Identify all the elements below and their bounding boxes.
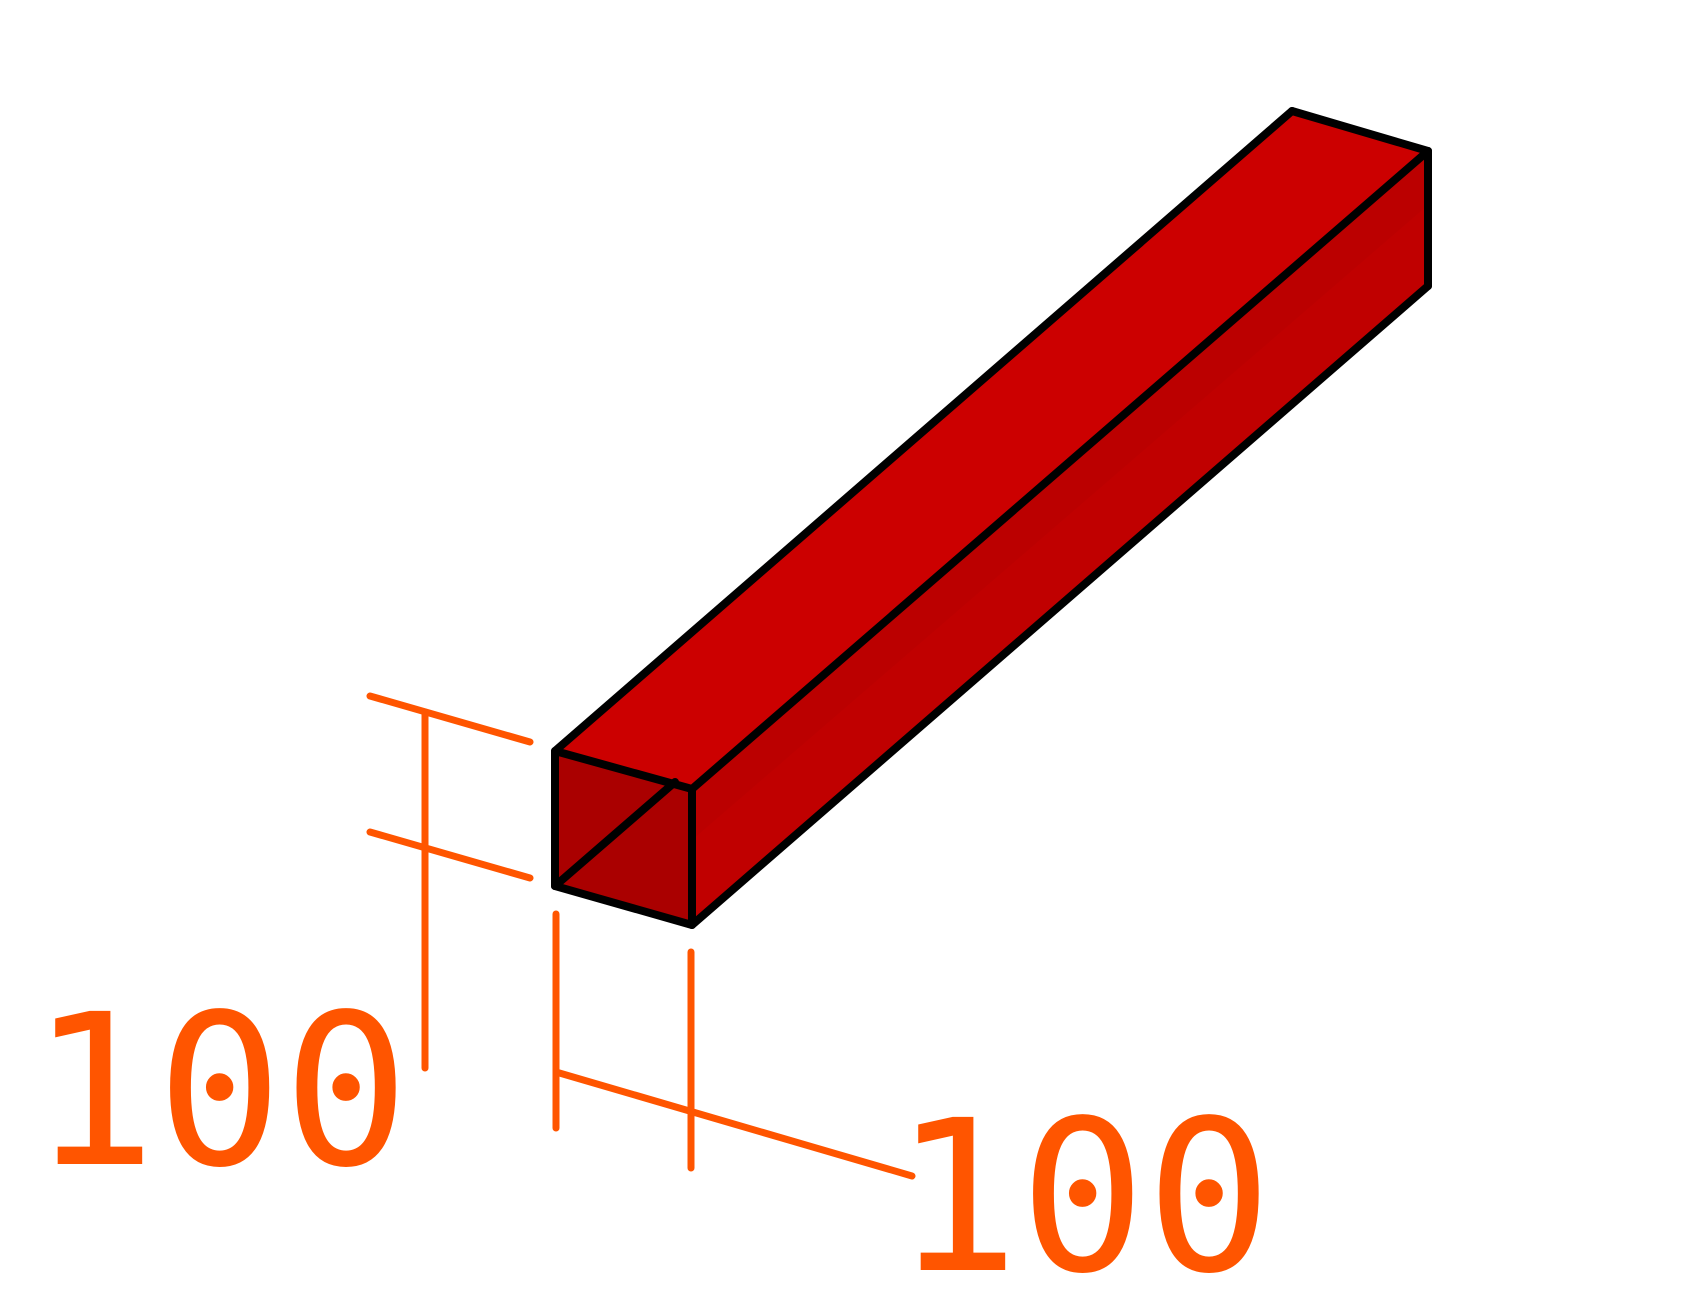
- width-dimension-line: [552, 1068, 916, 1180]
- beam-side-face: [692, 151, 1428, 925]
- beam-front-top-edge: [688, 147, 1432, 793]
- height-dimension: 100: [30, 692, 534, 1214]
- beam-side-highlight: [692, 205, 1428, 925]
- height-dimension-label: 100: [30, 969, 409, 1214]
- beam-bottom-edge: [688, 282, 1432, 929]
- beam-far-end-top: [1288, 107, 1432, 155]
- width-dimension: 100: [552, 910, 1272, 1300]
- square-beam: [551, 107, 1432, 929]
- width-dimension-label: 100: [893, 1075, 1272, 1300]
- height-extension-bottom: [366, 828, 534, 882]
- beam-top-face: [555, 111, 1428, 789]
- beam-top-edge: [551, 107, 1296, 755]
- beam-inner-diagonal: [551, 778, 679, 890]
- beam-near-end-outline: [551, 747, 696, 929]
- height-extension-top: [366, 692, 534, 746]
